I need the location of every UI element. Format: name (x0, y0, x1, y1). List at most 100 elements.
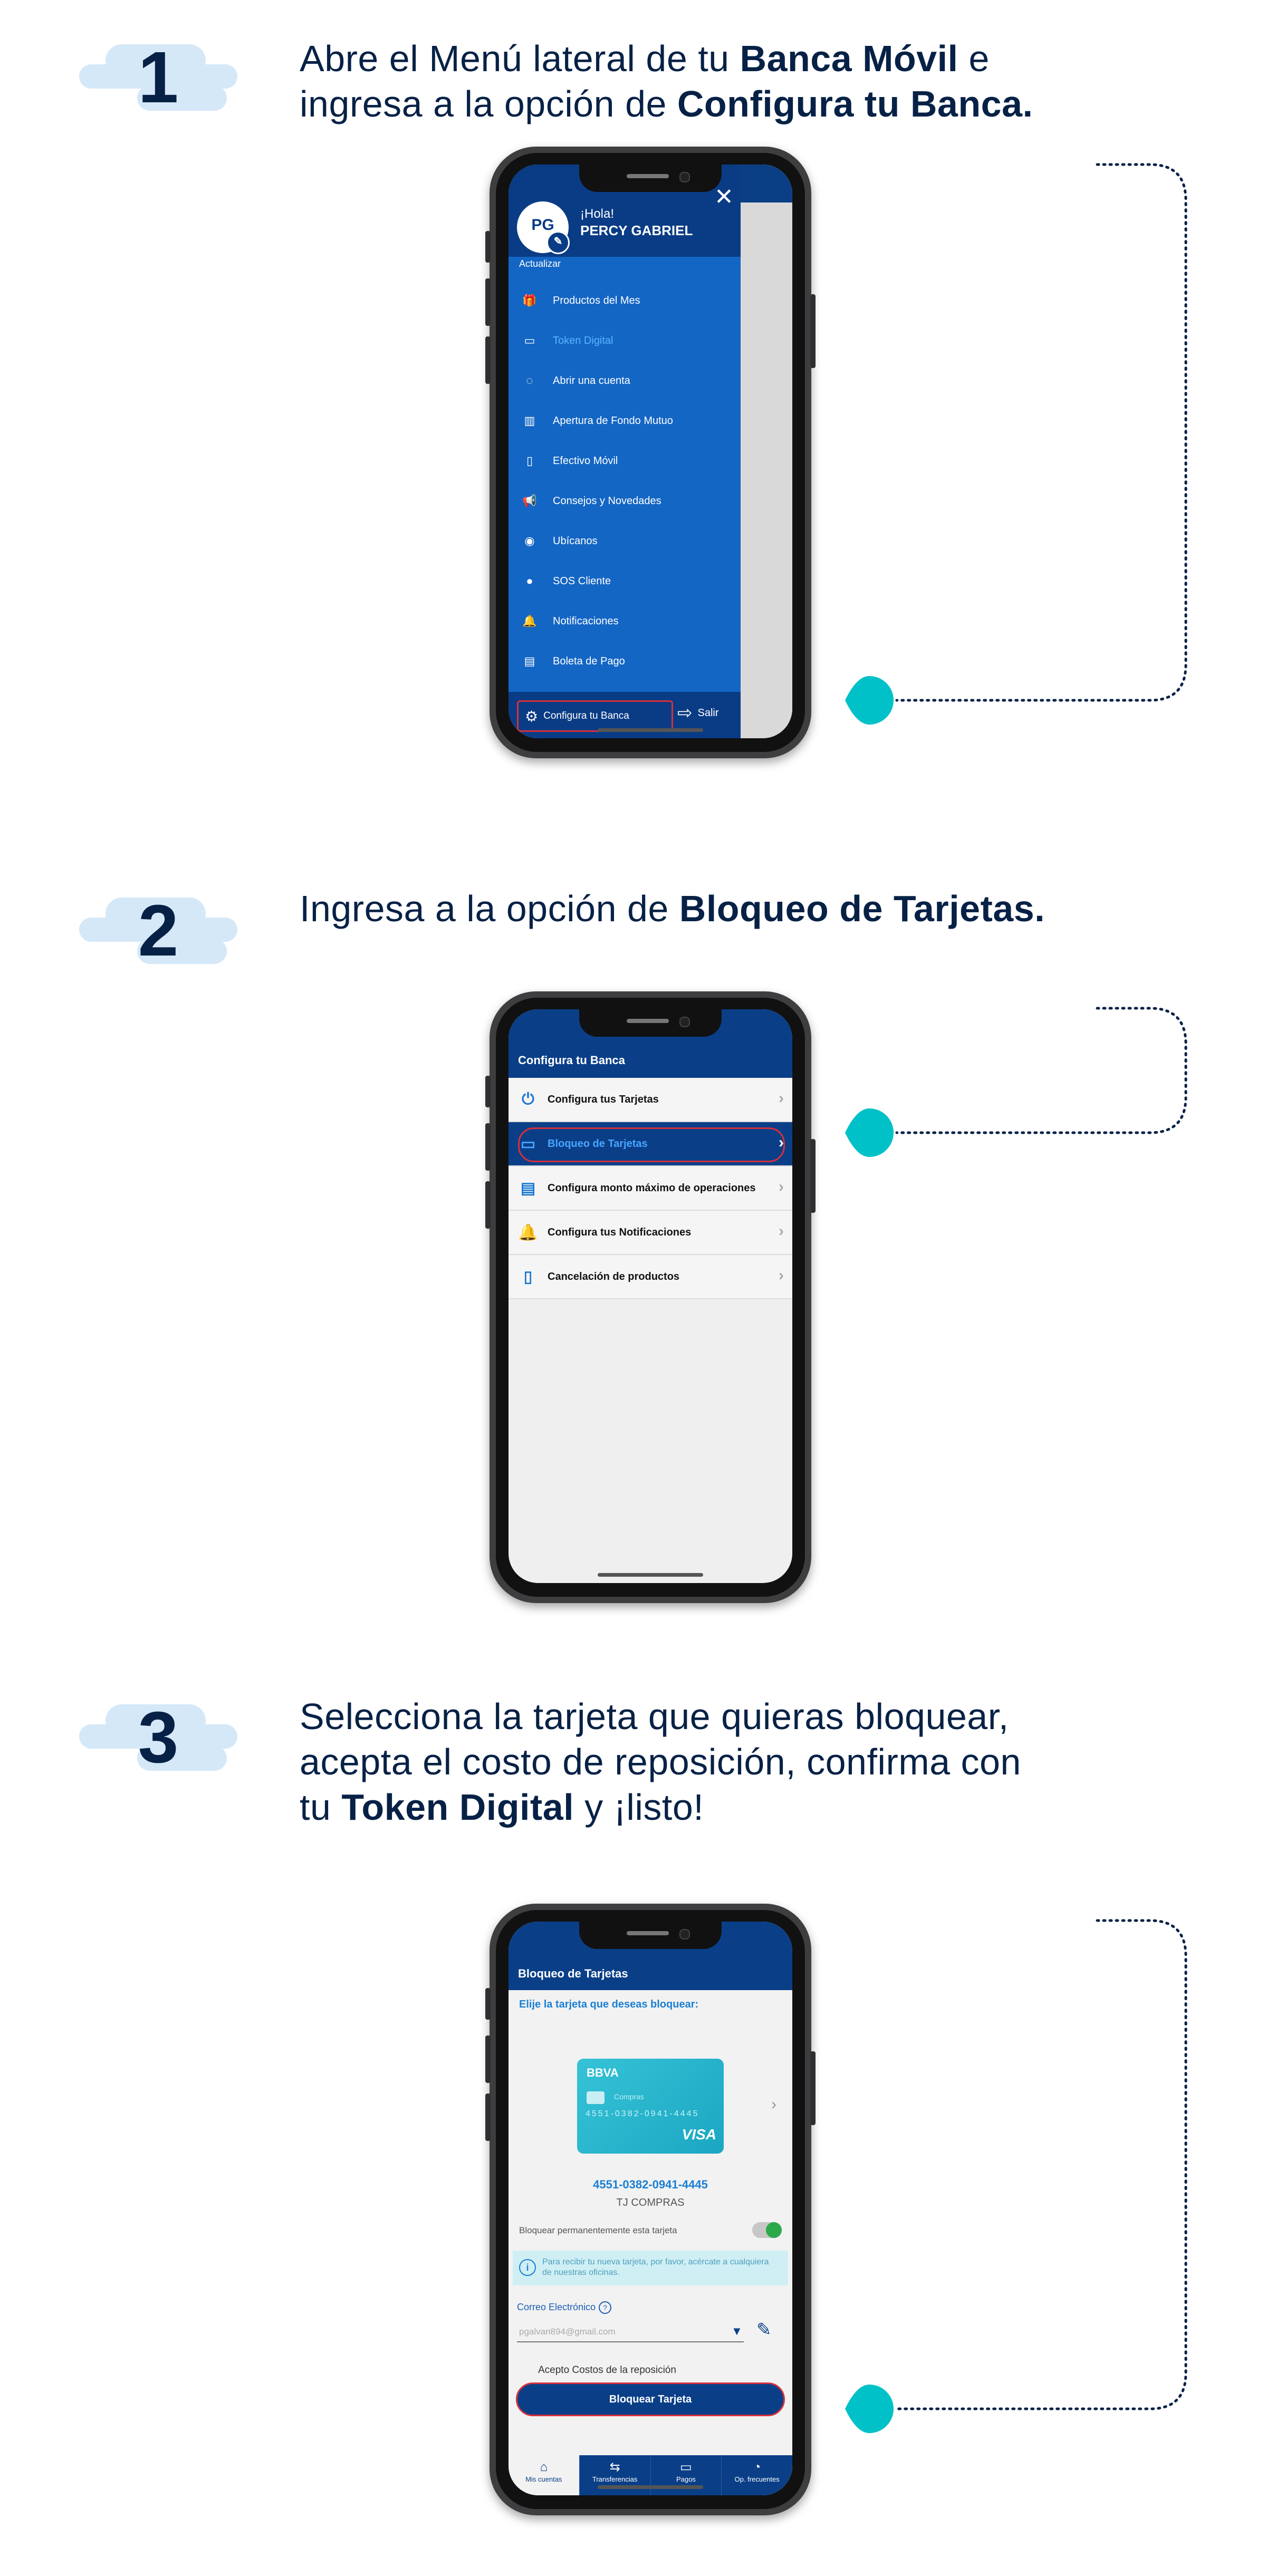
connector-line-3 (895, 1919, 1187, 2410)
menu-item-abrir-cuenta[interactable]: ◌Abrir una cuenta (509, 361, 741, 401)
email-label: Correo Electrónico? (517, 2301, 612, 2314)
step-3-number: 3 (138, 1697, 179, 1778)
menu-item-boleta[interactable]: ▤Boleta de Pago (509, 641, 741, 681)
visa-logo: VISA (682, 2126, 716, 2143)
chevron-right-icon: › (779, 1089, 784, 1107)
block-card-form: Elije la tarjeta que deseas bloquear: BB… (509, 1990, 792, 2475)
menu-item-fondo-mutuo[interactable]: ▥Apertura de Fondo Mutuo (509, 401, 741, 441)
step-3-badge: 3 (79, 1693, 248, 1788)
menu-list: 🎁Productos del Mes ▭Token Digital ◌Abrir… (509, 281, 741, 681)
help-icon[interactable]: ? (599, 2301, 612, 2314)
avatar[interactable]: PG✎ (517, 201, 570, 254)
menu-item-notificaciones[interactable]: 🔔Notificaciones (509, 601, 741, 641)
options-list: ⏻Configura tus Tarjetas› ▭Bloqueo de Tar… (509, 1078, 792, 1299)
connector-line-1 (895, 163, 1187, 702)
greeting: ¡Hola! (580, 207, 615, 221)
permanent-block-label: Bloquear permanentemente esta tarjeta (519, 2225, 677, 2235)
teal-pointer-2 (845, 1108, 894, 1157)
chevron-right-icon: › (779, 1222, 784, 1240)
step-1-number: 1 (138, 37, 179, 118)
card-type-label: Compras (614, 2092, 644, 2101)
app-screen-configura: Configura tu Banca ⏻Configura tus Tarjet… (509, 1009, 792, 1583)
option-notificaciones[interactable]: 🔔Configura tus Notificaciones› (509, 1211, 792, 1255)
info-banner: i Para recibir tu nueva tarjeta, por fav… (513, 2251, 788, 2285)
update-link[interactable]: Actualizar (519, 258, 561, 269)
edit-pencil-icon[interactable]: ✎ (546, 231, 570, 254)
dropdown-arrow-icon[interactable]: ▼ (731, 2324, 743, 2338)
logout-icon: ⇨ (677, 703, 693, 723)
highlight-ring (518, 1127, 785, 1162)
menu-item-efectivo-movil[interactable]: ▯Efectivo Móvil (509, 441, 741, 481)
configura-tu-banca-button[interactable]: ⚙Configura tu Banca (517, 700, 673, 732)
card-limit-icon: ▤ (520, 1179, 536, 1197)
info-text: Para recibir tu nueva tarjeta, por favor… (542, 2257, 769, 2277)
megaphone-icon: 📢 (522, 494, 537, 507)
permanent-block-toggle[interactable] (752, 2222, 782, 2238)
chevron-right-icon: › (779, 1267, 784, 1284)
tab-transferencias[interactable]: ⇆Transferencias (579, 2455, 650, 2495)
phone-mockup-1: ✕ PG✎ ¡Hola! PERCY GABRIEL Actualizar 🎁P… (485, 147, 816, 758)
instruction-text: Elije la tarjeta que deseas bloquear: (519, 1999, 699, 2010)
step-1-instruction: Abre el Menú lateral de tu Banca Móvil e… (300, 38, 1033, 124)
app-screen-bloqueo: Bloqueo de Tarjetas Elije la tarjeta que… (509, 1922, 792, 2495)
tab-op-frecuentes[interactable]: ◔Op. frecuentes (721, 2455, 792, 2495)
option-bloqueo-tarjetas[interactable]: ▭Bloqueo de Tarjetas› (509, 1122, 792, 1166)
card-brand: BBVA (587, 2066, 619, 2079)
frequent-icon: ◔ (753, 2460, 761, 2474)
tab-mis-cuentas[interactable]: ⌂Mis cuentas (509, 2455, 579, 2495)
edit-pencil-icon[interactable]: ✎ (756, 2320, 772, 2340)
page-title: Bloqueo de Tarjetas (518, 1967, 628, 1980)
accept-costs-checkbox-label[interactable]: Acepto Costos de la reposición (538, 2365, 676, 2376)
option-configura-tarjetas[interactable]: ⏻Configura tus Tarjetas› (509, 1078, 792, 1122)
step-2-number: 2 (138, 890, 179, 971)
chevron-right-icon: › (779, 1178, 784, 1195)
chevron-right-icon[interactable]: › (771, 2096, 776, 2113)
menu-item-sos[interactable]: ●SOS Cliente (509, 561, 741, 601)
connector-line-2 (895, 1007, 1187, 1134)
close-icon[interactable]: ✕ (714, 184, 734, 210)
chart-icon: ▥ (524, 414, 535, 427)
gift-icon: 🎁 (522, 294, 537, 307)
user-name: PERCY GABRIEL (580, 223, 693, 238)
piggy-bank-icon: ◌ (526, 374, 533, 387)
home-icon: ⌂ (540, 2460, 548, 2474)
step-1-badge: 1 (79, 33, 248, 128)
page-title: Configura tu Banca (518, 1054, 625, 1067)
token-icon: ▭ (524, 334, 535, 347)
support-icon: ● (526, 574, 533, 587)
app-screen-menu: ✕ PG✎ ¡Hola! PERCY GABRIEL Actualizar 🎁P… (509, 165, 792, 738)
card-type: TJ COMPRAS (616, 2197, 685, 2208)
teal-pointer-3 (845, 2385, 894, 2433)
transfer-icon: ⇆ (609, 2460, 620, 2474)
step-2-instruction: Ingresa a la opción de Bloqueo de Tarjet… (300, 888, 1046, 929)
phone-mockup-2: Configura tu Banca ⏻Configura tus Tarjet… (485, 991, 816, 1603)
step-2-badge: 2 (79, 886, 248, 981)
card-chip-icon (587, 2091, 605, 2104)
menu-item-token[interactable]: ▭Token Digital (509, 321, 741, 361)
option-monto-maximo[interactable]: ▤Configura monto máximo de operaciones› (509, 1166, 792, 1211)
phone-mockup-3: Bloqueo de Tarjetas Elije la tarjeta que… (485, 1904, 816, 2515)
email-field[interactable]: pgalvan894@gmail.com (517, 2321, 744, 2342)
side-menu-drawer: ✕ PG✎ ¡Hola! PERCY GABRIEL Actualizar 🎁P… (509, 165, 741, 738)
payment-icon: ▭ (680, 2460, 692, 2474)
bell-icon: 🔔 (518, 1223, 538, 1241)
card-embossed-number: 4551-0382-0941-4445 (586, 2109, 699, 2118)
menu-item-consejos[interactable]: 📢Consejos y Novedades (509, 481, 741, 521)
option-cancelacion[interactable]: ▯Cancelación de productos› (509, 1255, 792, 1299)
info-icon: i (519, 2259, 536, 2276)
document-icon: ▤ (524, 654, 535, 668)
credit-card-image[interactable]: BBVA Compras 4551-0382-0941-4445 VISA (577, 2059, 724, 2154)
step-3-instruction: Selecciona la tarjeta que quieras bloque… (300, 1696, 1021, 1828)
block-card-button[interactable]: Bloquear Tarjeta (516, 2382, 785, 2416)
location-icon: ◉ (524, 534, 535, 547)
logout-button[interactable]: ⇨Salir (677, 703, 719, 723)
teal-pointer-1 (845, 676, 894, 725)
menu-item-ubicanos[interactable]: ◉Ubícanos (509, 521, 741, 561)
bell-icon: 🔔 (522, 614, 537, 628)
power-icon: ⏻ (522, 1091, 534, 1108)
tab-pagos[interactable]: ▭Pagos (650, 2455, 722, 2495)
document-cancel-icon: ▯ (523, 1268, 533, 1286)
menu-item-productos[interactable]: 🎁Productos del Mes (509, 281, 741, 321)
gear-icon: ⚙ (525, 708, 539, 725)
mobile-cash-icon: ▯ (526, 454, 533, 467)
